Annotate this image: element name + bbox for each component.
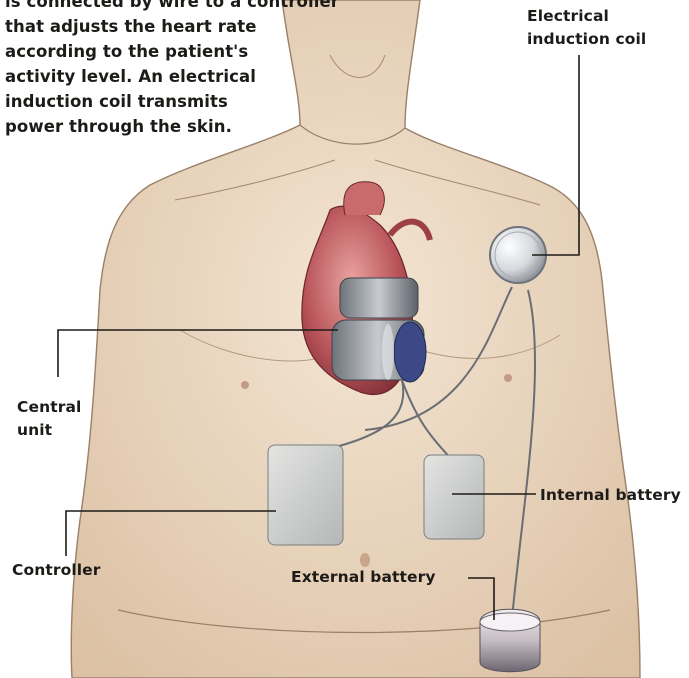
label-external-battery: External battery (291, 566, 436, 589)
controller (268, 445, 343, 545)
intro-line: power through the skin. (5, 114, 339, 139)
intro-line: according to the patient's (5, 39, 339, 64)
intro-line: is connected by wire to a controller (5, 0, 339, 14)
navel (360, 553, 370, 567)
label-line: Central (17, 396, 81, 419)
intro-line: that adjusts the heart rate (5, 14, 339, 39)
central-unit (332, 278, 426, 382)
label-central-unit: Central unit (17, 396, 81, 442)
label-line: Electrical (527, 5, 646, 28)
nipple-left (241, 381, 249, 389)
aorta (344, 182, 385, 215)
intro-line: activity level. An electrical (5, 64, 339, 89)
internal-battery (424, 455, 484, 539)
intro-paragraph: is connected by wire to a controller tha… (5, 0, 339, 139)
label-line: unit (17, 419, 81, 442)
label-induction-coil: Electrical induction coil (527, 5, 646, 51)
intro-line: induction coil transmits (5, 89, 339, 114)
nipple-right (504, 374, 512, 382)
label-internal-battery: Internal battery (540, 484, 681, 507)
label-controller: Controller (12, 559, 101, 582)
label-line: induction coil (527, 28, 646, 51)
external-battery (480, 609, 540, 672)
